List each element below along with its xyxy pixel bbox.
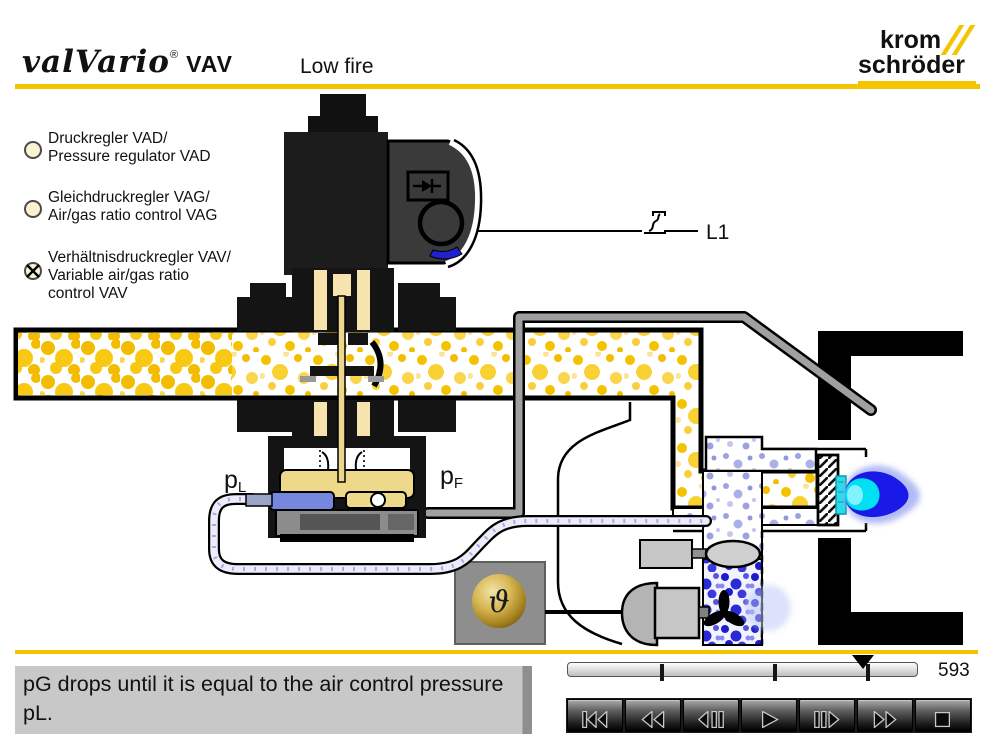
blower-enclosure-outline bbox=[556, 402, 632, 646]
thermostat: ϑ bbox=[454, 561, 626, 645]
legend-label: Pressure regulator VAD bbox=[48, 147, 211, 165]
air-flow-glow bbox=[745, 585, 791, 631]
pl-impulse-line bbox=[208, 493, 712, 575]
pf-label: pF bbox=[440, 462, 463, 492]
blower-fan bbox=[620, 581, 745, 647]
kromschroder-logo: krom schröder bbox=[858, 25, 978, 88]
caption-box: pG drops until it is equal to the air co… bbox=[15, 666, 532, 734]
timeline-slider[interactable] bbox=[567, 662, 918, 677]
legend-label: Druckregler VAD/ bbox=[48, 130, 168, 147]
skip-to-start-button[interactable] bbox=[567, 699, 623, 732]
registered-mark: ® bbox=[169, 49, 179, 61]
logo-bar bbox=[858, 81, 976, 88]
legend-item-vag[interactable]: Gleichdruckregler VAG/ Air/gas ratio con… bbox=[22, 189, 282, 225]
gas-pipe-inlet bbox=[18, 333, 232, 395]
position-indicator bbox=[429, 246, 463, 260]
actuator bbox=[284, 94, 483, 275]
thermostat-symbol: ϑ bbox=[488, 585, 509, 620]
timeline-tick bbox=[660, 664, 664, 681]
caption-scrollbar[interactable] bbox=[522, 666, 532, 734]
air-diaphragm bbox=[269, 491, 335, 511]
fan-icon bbox=[703, 590, 745, 627]
vav-valve bbox=[237, 94, 483, 542]
timeline-tick bbox=[866, 664, 870, 681]
burner bbox=[816, 453, 920, 527]
brand-model: VAV bbox=[186, 51, 233, 77]
stop-button[interactable] bbox=[915, 699, 971, 732]
step-forward-button[interactable] bbox=[799, 699, 855, 732]
page-title: Low fire bbox=[300, 55, 374, 78]
logo-line2: schröder bbox=[858, 51, 965, 79]
diode-icon bbox=[406, 170, 450, 202]
pl-label: pL bbox=[224, 466, 246, 496]
brand-script: valVario bbox=[22, 44, 170, 80]
legend-label: Variable air/gas ratio bbox=[48, 266, 190, 284]
legend-label: Air/gas ratio control VAG bbox=[48, 206, 218, 224]
fast-forward-button[interactable] bbox=[857, 699, 913, 732]
pf-impulse-line bbox=[422, 311, 877, 519]
legend-label: Gleichdruckregler VAG/ bbox=[48, 189, 210, 206]
legend-item-vad[interactable]: Druckregler VAD/ Pressure regulator VAD bbox=[22, 130, 282, 166]
brand-logo: valVario® VAV bbox=[22, 44, 233, 80]
player-controls bbox=[566, 698, 972, 733]
air-supply-band bbox=[704, 435, 818, 473]
radio-unchecked-icon[interactable] bbox=[24, 141, 42, 159]
timeline-thumb[interactable] bbox=[852, 655, 874, 669]
dial-icon bbox=[417, 199, 465, 247]
radio-checked-icon[interactable] bbox=[24, 262, 42, 280]
play-button[interactable] bbox=[741, 699, 797, 732]
timeline-tick bbox=[773, 664, 777, 681]
air-damper bbox=[639, 539, 762, 569]
rewind-button[interactable] bbox=[625, 699, 681, 732]
burner-nozzle bbox=[816, 453, 840, 527]
limit-switch: L1 bbox=[478, 211, 729, 244]
legend-item-vav[interactable]: Verhältnisdruckregler VAV/ Variable air/… bbox=[22, 249, 282, 303]
step-back-button[interactable] bbox=[683, 699, 739, 732]
bottom-divider bbox=[15, 650, 978, 654]
logo-line1: krom bbox=[880, 26, 942, 54]
thermal-switch-icon bbox=[648, 211, 666, 232]
combustion-chamber-wall-bottom bbox=[818, 538, 963, 645]
top-divider bbox=[15, 84, 980, 89]
frame-counter: 593 bbox=[938, 660, 970, 681]
legend-label: Verhältnisdruckregler VAV/ bbox=[48, 249, 231, 266]
caption-text: pG drops until it is equal to the air co… bbox=[23, 672, 504, 726]
radio-unchecked-icon[interactable] bbox=[24, 200, 42, 218]
valve-stem bbox=[337, 295, 346, 483]
limit-switch-label: L1 bbox=[706, 221, 729, 244]
legend-label: control VAV bbox=[48, 284, 128, 302]
